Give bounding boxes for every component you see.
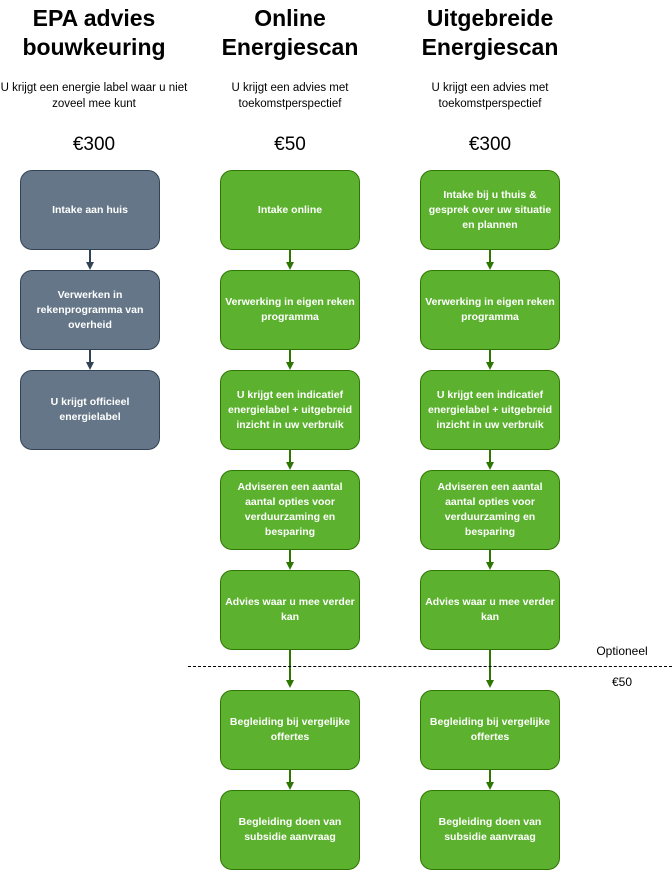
step-label: Begleiding bij vergelijke offertes	[229, 716, 351, 743]
step-label: Adviseren een aantal aantal opties voor …	[237, 481, 343, 538]
flow-arrow-icon	[485, 550, 495, 570]
step-label: Begleiding bij vergelijke offertes	[429, 716, 551, 743]
flow-arrow-icon	[485, 450, 495, 470]
flow-arrow-icon	[485, 250, 495, 270]
step-box: U krijgt een indicatief energielabel + u…	[220, 370, 360, 450]
step-box: Begleiding bij vergelijke offertes	[220, 690, 360, 770]
column-price: €300	[468, 134, 512, 155]
step-box: Adviseren een aantal aantal opties voor …	[220, 470, 360, 550]
flow-arrow-icon	[85, 350, 95, 370]
flow-arrow-icon	[285, 550, 295, 570]
flow-arrow-icon	[485, 350, 495, 370]
step-box: Begleiding bij vergelijke offertes	[420, 690, 560, 770]
step-box: Intake aan huis	[20, 170, 160, 250]
flow-arrow-icon	[485, 650, 495, 688]
flow-arrow-icon	[285, 770, 295, 790]
column-header-uitgebreid: Uitgebreide Energiescan U krijgt een adv…	[390, 0, 590, 165]
step-box: Intake bij u thuis & gesprek over uw sit…	[420, 170, 560, 250]
step-label: Begleiding doen van subsidie aanvraag	[238, 816, 342, 843]
column-price: €300	[72, 134, 116, 155]
column-title: Online Energiescan	[221, 5, 359, 60]
step-label: Intake online	[257, 203, 323, 216]
optional-price: €50	[611, 675, 633, 689]
column-price: €50	[274, 134, 306, 155]
flow-arrow-icon	[285, 650, 295, 688]
flow-arrow-icon	[285, 450, 295, 470]
step-label: Advies waar u mee verder kan	[425, 596, 555, 623]
flow-arrow-icon	[285, 350, 295, 370]
step-box: Advies waar u mee verder kan	[420, 570, 560, 650]
step-box: Verwerking in eigen reken programma	[220, 270, 360, 350]
step-box: Verwerken in rekenprogramma van overheid	[20, 270, 160, 350]
step-label: Adviseren een aantal aantal opties voor …	[437, 481, 543, 538]
step-box: Intake online	[220, 170, 360, 250]
step-label: Verwerking in eigen reken programma	[225, 296, 355, 323]
step-label: U krijgt een indicatief energielabel + u…	[428, 388, 552, 431]
flow-arrow-icon	[485, 770, 495, 790]
step-label: Advies waar u mee verder kan	[225, 596, 355, 623]
flow-arrow-icon	[85, 250, 95, 270]
column-subtitle: U krijgt een advies met toekomstperspect…	[431, 82, 549, 110]
step-box: Advies waar u mee verder kan	[220, 570, 360, 650]
column-header-online: Online Energiescan U krijgt een advies m…	[190, 0, 390, 165]
step-label: U krijgt officieel energielabel	[50, 396, 130, 423]
step-label: Verwerken in rekenprogramma van overheid	[36, 288, 144, 331]
step-box: Adviseren een aantal aantal opties voor …	[420, 470, 560, 550]
column-subtitle: U krijgt een energie label waar u niet z…	[0, 82, 188, 110]
step-box: Begleiding doen van subsidie aanvraag	[420, 790, 560, 870]
flow-arrow-icon	[285, 250, 295, 270]
step-label: Intake bij u thuis & gesprek over uw sit…	[428, 188, 552, 231]
step-label: U krijgt een indicatief energielabel + u…	[228, 388, 352, 431]
column-title: Uitgebreide Energiescan	[421, 5, 559, 60]
step-box: U krijgt een indicatief energielabel + u…	[420, 370, 560, 450]
step-box: Begleiding doen van subsidie aanvraag	[220, 790, 360, 870]
step-box: U krijgt officieel energielabel	[20, 370, 160, 450]
step-label: Verwerking in eigen reken programma	[425, 296, 555, 323]
column-header-epa: EPA advies bouwkeuring U krijgt een ener…	[0, 0, 188, 165]
optional-label: Optioneel	[596, 644, 648, 658]
step-label: Begleiding doen van subsidie aanvraag	[438, 816, 542, 843]
column-title: EPA advies bouwkeuring	[22, 5, 166, 60]
step-label: Intake aan huis	[52, 203, 128, 216]
step-box: Verwerking in eigen reken programma	[420, 270, 560, 350]
optional-divider-line	[188, 666, 672, 667]
column-subtitle: U krijgt een advies met toekomstperspect…	[231, 82, 349, 110]
